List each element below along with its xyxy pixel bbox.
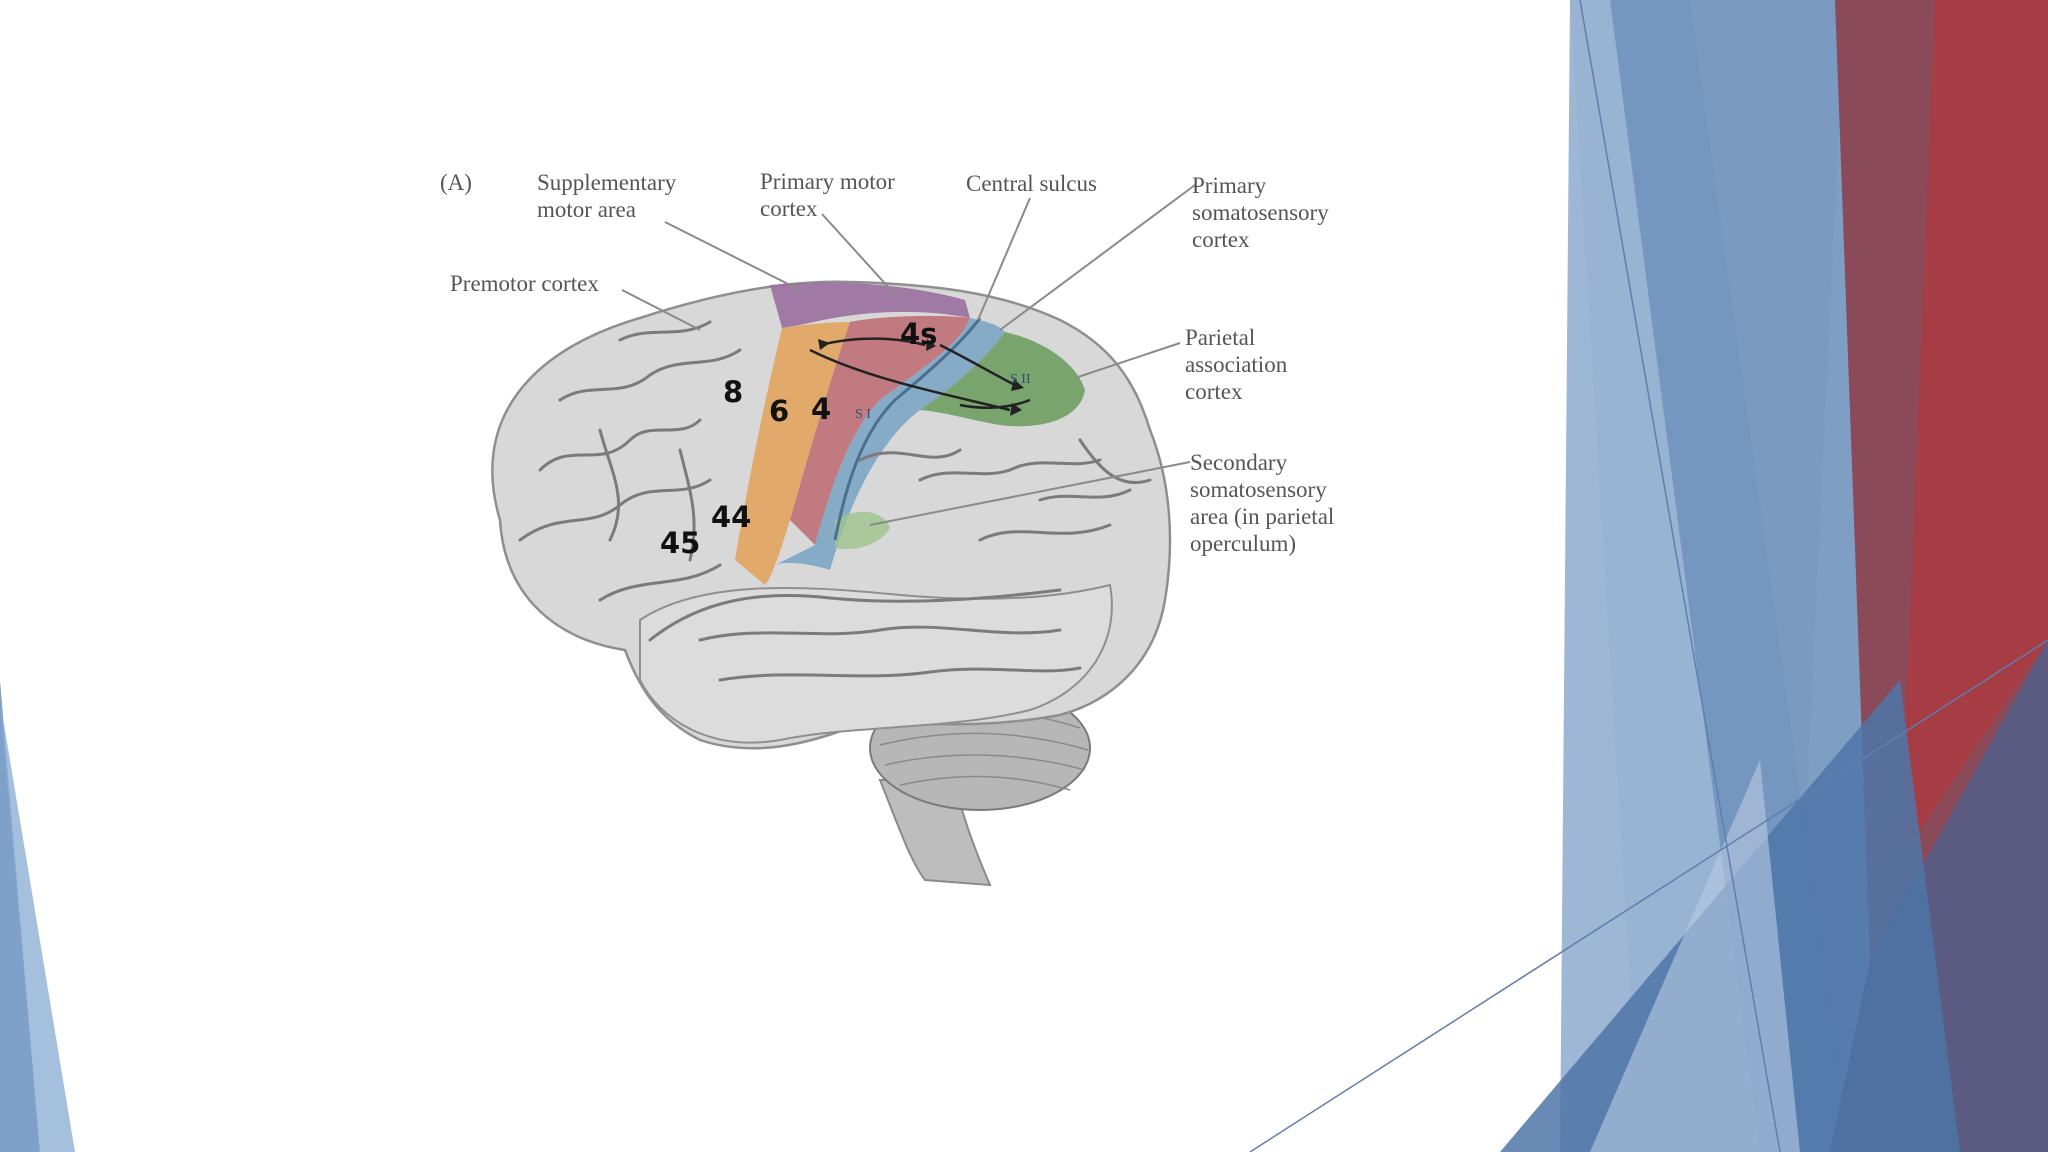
left-edge-strip-inner xyxy=(0,700,75,1152)
region-supplementary-motor xyxy=(770,282,970,328)
gyri-lines xyxy=(518,320,1152,682)
thin-line-2 xyxy=(1249,639,2048,1152)
brodmann-4: 4 xyxy=(811,392,831,426)
panel-label: (A) xyxy=(440,170,472,195)
label-parietal-association-cortex: Parietal association cortex xyxy=(1185,325,1293,404)
region-secondary-somatosensory xyxy=(835,511,890,550)
thin-line-1 xyxy=(1579,0,1781,1152)
region-primary-somatosensory xyxy=(775,318,1005,570)
brodmann-44: 44 xyxy=(711,500,751,534)
brodmann-6: 6 xyxy=(769,394,789,428)
brodmann-4s: 4s xyxy=(900,317,937,351)
label-primary-somatosensory-cortex: Primary somatosensory cortex xyxy=(1192,173,1334,252)
brodmann-45: 45 xyxy=(660,526,700,560)
temporal-lobe xyxy=(639,583,1113,744)
label-secondary-somatosensory-area: Secondary somatosensory area (in parieta… xyxy=(1190,450,1340,556)
label-central-sulcus: Central sulcus xyxy=(966,171,1097,196)
bottom-light-wedge xyxy=(1590,760,1800,1152)
label-premotor-cortex: Premotor cortex xyxy=(450,271,599,296)
label-supplementary-motor-area: Supplementary motor area xyxy=(537,170,682,222)
region-primary-motor xyxy=(790,315,970,545)
label-sii: S II xyxy=(1010,372,1031,387)
label-primary-motor-cortex: Primary motor cortex xyxy=(760,169,901,221)
connection-arrows xyxy=(809,337,1031,412)
brodmann-8: 8 xyxy=(723,375,743,409)
arrow-heads xyxy=(818,339,1024,416)
leader-lines xyxy=(621,184,1196,526)
central-sulcus-line xyxy=(833,317,982,541)
region-premotor xyxy=(735,322,850,585)
right-panel-red xyxy=(1900,0,2048,860)
label-si: S I xyxy=(855,407,871,422)
